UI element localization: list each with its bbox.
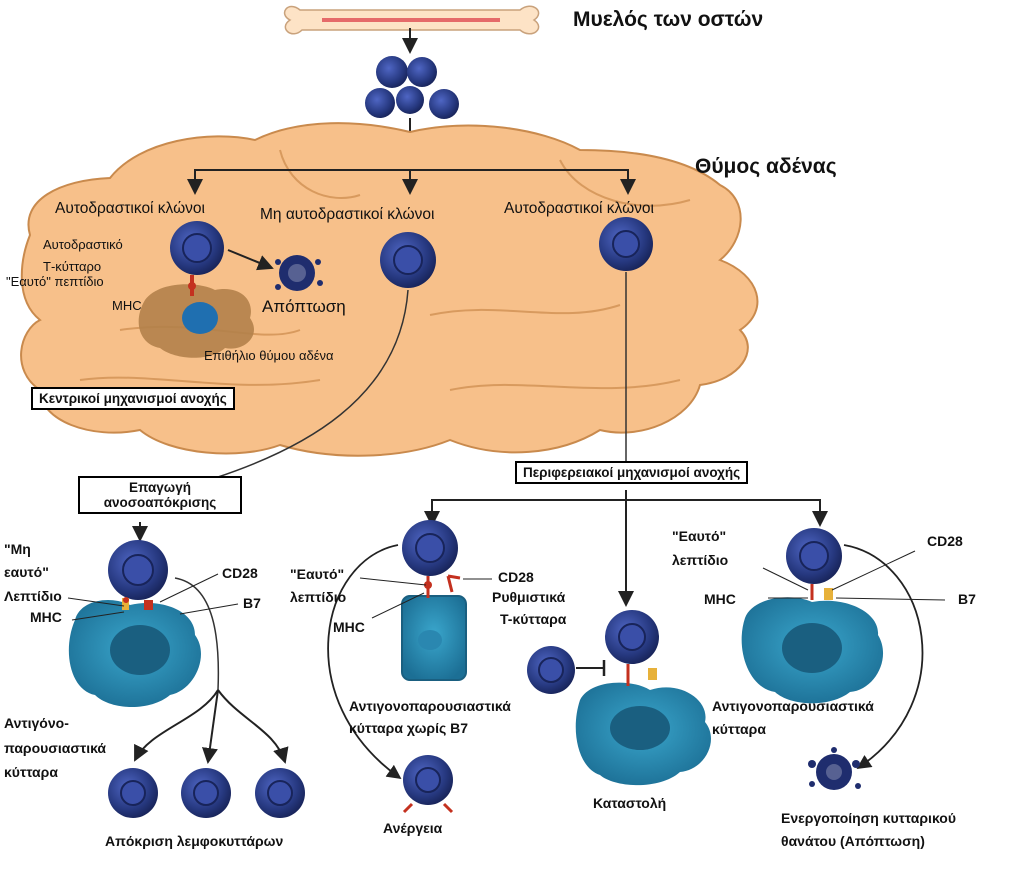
- lymphocyte-1: [108, 768, 158, 818]
- bone-icon: [283, 5, 540, 35]
- apc-suppression: [575, 682, 711, 786]
- label-non-self-line2: εαυτό": [4, 564, 49, 580]
- label-autoreactive-t-cell-line2: Τ-κύτταρο: [43, 259, 102, 274]
- label-cd28-mid: CD28: [498, 569, 534, 585]
- label-apc-left-line2: παρουσιαστικά: [4, 740, 107, 756]
- box-immune-induction: Επαγωγή ανοσοαπόκρισης: [78, 476, 242, 514]
- label-self-mid-line2: λεπτίδιο: [290, 589, 347, 605]
- apc-right: [741, 597, 884, 704]
- apoptotic-cell-top: [275, 255, 323, 291]
- label-non-self-line1: "Μη: [4, 541, 31, 557]
- apc-no-b7: [401, 595, 467, 681]
- label-autoreactive-t-cell-line1: Αυτοδραστικό: [43, 237, 123, 252]
- label-autoreactive-clones-left: Αυτοδραστικοί κλώνοι: [55, 200, 205, 217]
- t-cell-left: [108, 540, 168, 600]
- box-central-tolerance: Κεντρικοί μηχανισμοί ανοχής: [31, 387, 235, 410]
- label-apc-right-line1: Αντιγονοπαρουσιαστικά: [712, 698, 874, 714]
- label-cell-death-line2: θανάτου (Απόπτωση): [781, 833, 925, 849]
- t-cell-suppressed: [605, 610, 659, 664]
- label-mhc-mid: MHC: [333, 619, 365, 635]
- label-b7-left: B7: [243, 595, 261, 611]
- label-apc-right-line2: κύτταρα: [712, 721, 766, 737]
- stem-cell-cluster: [365, 56, 459, 119]
- label-cd28-right: CD28: [927, 533, 963, 549]
- label-self-mid-line1: "Εαυτό": [290, 566, 345, 582]
- t-cell-autoreactive-left: [170, 221, 224, 275]
- label-self-right-line2: λεπτίδιο: [672, 552, 729, 568]
- thymus-gland-shape: [20, 122, 759, 457]
- label-anergy: Ανέργεια: [383, 820, 443, 836]
- label-cd28-left: CD28: [222, 565, 258, 581]
- label-b7-right: B7: [958, 591, 976, 607]
- label-apc-no-b7-line2: κύτταρα χωρίς B7: [349, 720, 469, 736]
- label-bone-marrow: Μυελός των οστών: [573, 8, 764, 31]
- label-self-right-line1: "Εαυτό": [672, 528, 727, 544]
- label-mhc-left: MHC: [30, 609, 62, 625]
- lymphocyte-3: [255, 768, 305, 818]
- label-mhc-top: MHC: [112, 298, 142, 313]
- label-autoreactive-clones-right: Αυτοδραστικοί κλώνοι: [504, 200, 654, 217]
- box-peripheral-tolerance: Περιφερειακοί μηχανισμοί ανοχής: [515, 461, 749, 484]
- label-cell-death-line1: Ενεργοποίηση κυτταρικού: [781, 810, 956, 826]
- label-treg-line2: Τ-κύτταρα: [500, 611, 567, 627]
- immune-induction-line2: ανοσοαπόκρισης: [103, 495, 217, 510]
- label-thymus: Θύμος αδένας: [695, 155, 837, 178]
- label-treg-line1: Ρυθμιστικά: [492, 589, 566, 605]
- label-non-self-line3: Λεπτίδιο: [4, 588, 62, 604]
- immune-induction-line1: Επαγωγή: [129, 480, 191, 495]
- label-thymic-epithelium: Επιθήλιο θύμου αδένα: [204, 348, 334, 363]
- apc-left: [68, 600, 201, 708]
- label-apoptosis-top: Απόπτωση: [262, 297, 346, 316]
- t-cell-autoreactive-right: [599, 217, 653, 271]
- label-mhc-right: MHC: [704, 591, 736, 607]
- t-cell-mid-left: [402, 520, 458, 576]
- apoptotic-cell-bottom: [808, 747, 861, 790]
- t-cell-non-autoreactive: [380, 232, 436, 288]
- lymphocyte-2: [181, 768, 231, 818]
- label-self-peptide-top: "Εαυτό" πεπτίδιο: [6, 274, 104, 289]
- label-suppression: Καταστολή: [593, 795, 667, 811]
- label-lymphocyte-response: Απόκριση λεμφοκυττάρων: [105, 833, 284, 849]
- t-cell-anergic: [403, 755, 453, 805]
- label-apc-no-b7-line1: Αντιγονοπαρουσιαστικά: [349, 698, 511, 714]
- label-apc-left-line1: Αντιγόνο-: [4, 715, 69, 731]
- t-cell-right: [786, 528, 842, 584]
- t-reg-cell: [527, 646, 575, 694]
- label-apc-left-line3: κύτταρα: [4, 764, 58, 780]
- label-non-autoreactive-clones: Μη αυτοδραστικοί κλώνοι: [260, 206, 435, 223]
